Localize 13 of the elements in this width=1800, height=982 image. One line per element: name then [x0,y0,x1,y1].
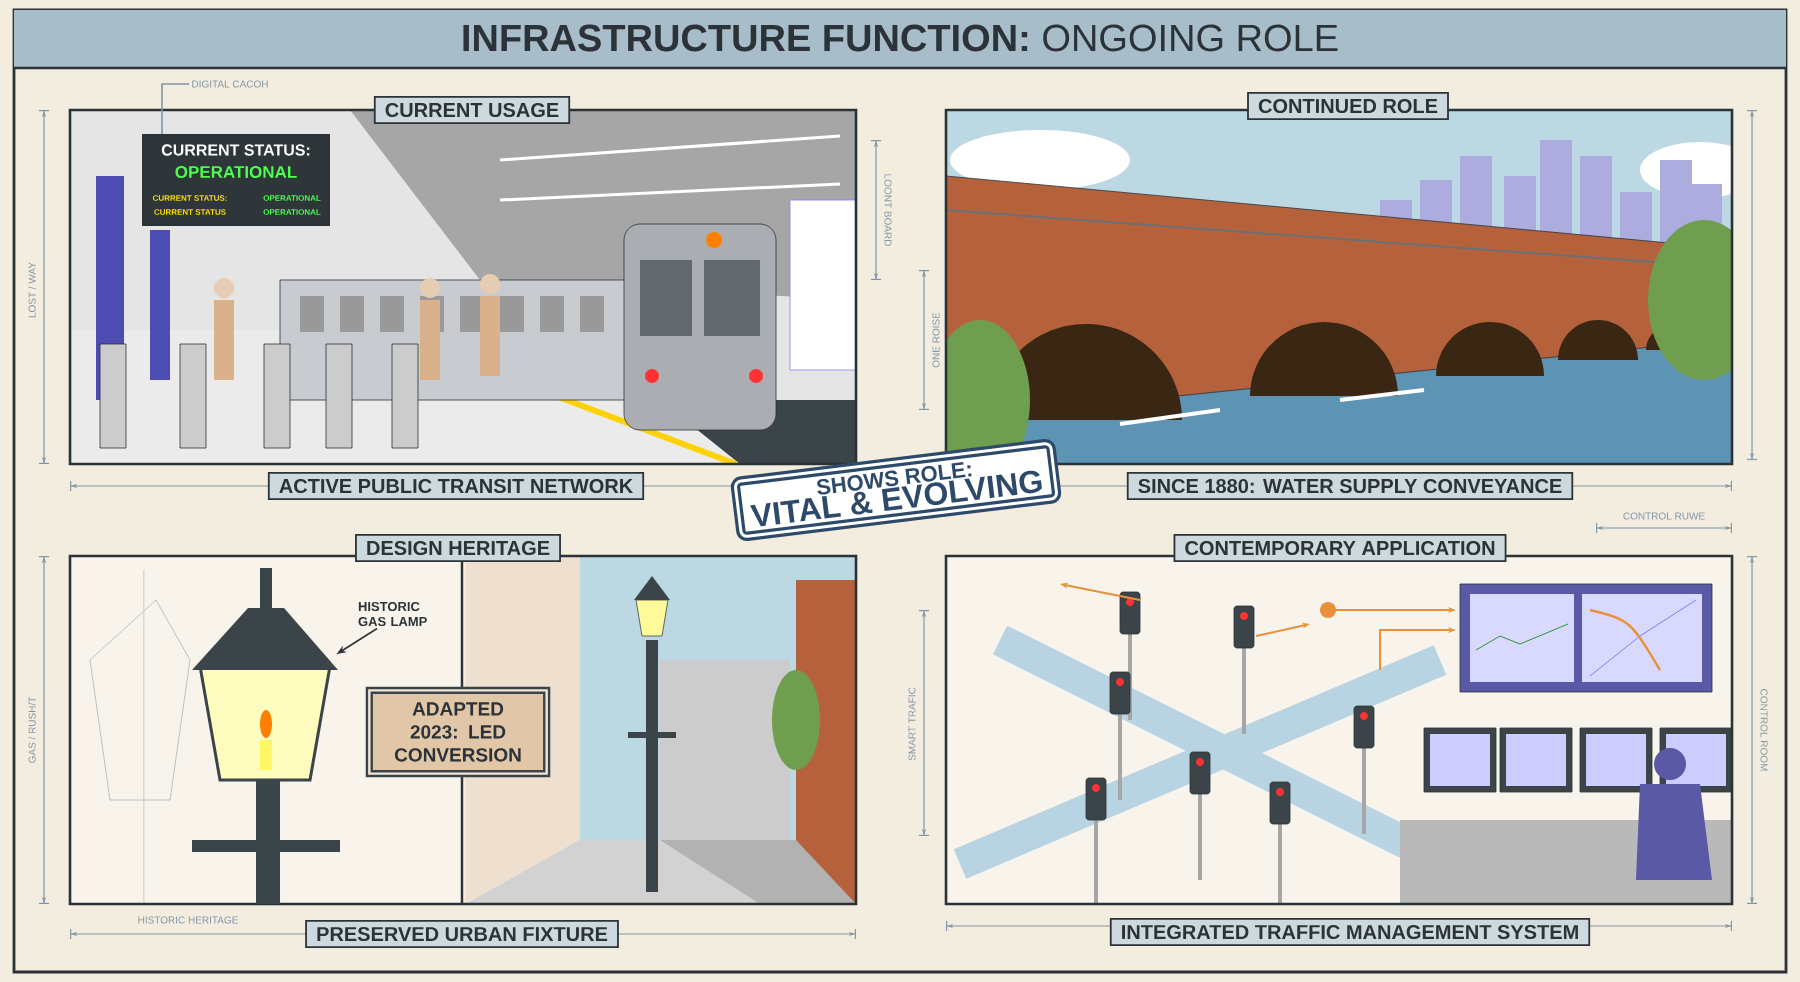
panel-caption: INTEGRATED TRAFFIC MANAGEMENT SYSTEM [1109,918,1591,946]
leader-line [161,83,190,135]
panel-heading: CONTEMPORARY APPLICATION [1173,534,1507,562]
title-banner: INFRASTRUCTURE FUNCTION: ONGOING ROLE [14,10,1786,70]
panel-heading: CONTINUED ROLE [1247,92,1449,120]
panel-heading: DESIGN HERITAGE [355,534,561,562]
panel-caption: SINCE 1880: WATER SUPPLY CONVEYANCE [1126,472,1574,500]
panel-caption: ACTIVE PUBLIC TRANSIT NETWORK [267,472,645,500]
panel-caption: PRESERVED URBAN FIXTURE [305,920,619,948]
plaque: ADAPTED 2023: LED CONVERSION [365,686,551,778]
gas-lamp-drawing [192,568,340,904]
panel-heading: CURRENT USAGE [373,96,571,124]
stamp: SHOWS ROLE: VITAL & EVOLVING [730,439,1062,542]
